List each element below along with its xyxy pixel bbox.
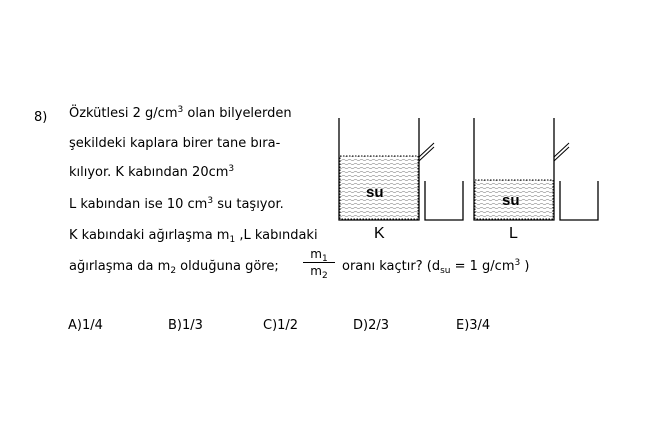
container-l-wall [473,118,555,221]
question-line-1: Özkütlesi 2 g/cm3 olan bilyelerden [69,105,292,122]
question-line-3: kılıyor. K kabından 20cm3 [69,164,235,181]
fraction-numerator: m1 [303,247,335,264]
container-k-label: K [374,225,385,240]
container-l-spout [553,142,570,158]
container-l-water [474,179,554,220]
option-b[interactable]: B)1/3 [168,318,203,333]
container-l-water-label: su [502,192,520,209]
container-k: su [338,118,435,221]
question-line-2: şekildeki kaplara birer tane bıra- [69,136,281,151]
fraction-denominator: m2 [310,264,328,281]
overflow-containers-figure: su K su L [338,118,599,240]
container-k-overflow-cup [424,181,464,221]
option-a[interactable]: A)1/4 [68,318,103,333]
question-line-4: L kabından ise 10 cm3 su taşıyor. [69,196,284,213]
container-k-wall [338,118,420,221]
container-k-water [339,155,419,220]
mass-ratio-fraction: m1 m2 [303,247,335,281]
container-k-water-label: su [366,184,384,201]
question-ratio-text: oranı kaçtır? (dsu = 1 g/cm3 ) [342,258,530,276]
container-l-overflow-cup [559,181,599,221]
option-c[interactable]: C)1/2 [263,318,299,333]
question-line-5: K kabındaki ağırlaşma m1 ,L kabındaki [69,228,318,245]
container-l: su [473,118,570,221]
option-d[interactable]: D)2/3 [353,318,390,333]
container-l-label: L [509,225,518,240]
option-e[interactable]: E)3/4 [456,318,491,333]
question-line-6: ağırlaşma da m2 olduğuna göre; [69,259,279,276]
question-number: 8) [34,110,48,125]
container-k-spout [418,142,435,158]
